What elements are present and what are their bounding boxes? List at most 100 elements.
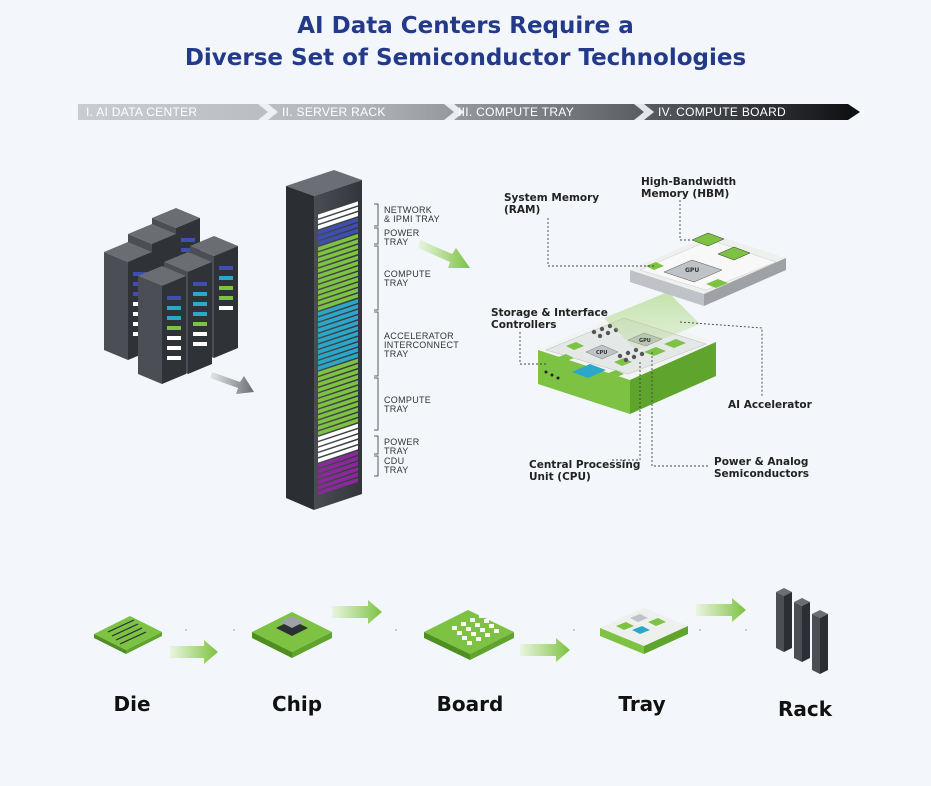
rack-slot [318,223,358,241]
rack-slot [318,309,358,328]
rack-slot [318,423,358,441]
callout-lines [519,200,763,467]
board-hbm-2 [717,246,751,261]
rack-slot [318,407,358,425]
board-pad [494,629,499,633]
board-pad [471,632,476,636]
rack-slot [318,315,358,333]
rack-slot [318,445,358,463]
stage-label-2: II. SERVER RACK [282,105,386,119]
rack-bracket-lines [374,203,379,477]
label-system-memory: System Memory (RAM) [504,192,600,216]
rack-slot [318,331,358,349]
rack-slot [318,250,358,268]
rack-label-compute-top: COMPUTE TRAY [384,269,432,288]
rack-slot [318,277,358,295]
arrow-die-chip [170,640,218,664]
rack-slot [318,266,358,284]
board-chip-gpu [663,259,723,283]
stage-label-1: I. AI DATA CENTER [86,105,198,119]
rack-mini-icon [776,588,828,674]
tray-icon [600,608,688,654]
rack-slot [318,450,358,469]
rack-slot [318,304,358,322]
rack-slot [318,282,358,300]
rack-slot [318,434,358,452]
board-hbm-1 [691,232,725,247]
board-pad [480,628,485,632]
rack-label-compute-bottom: COMPUTE TRAY [384,395,432,414]
rack-slot [318,412,358,431]
rack-slot [318,233,358,252]
callout-ram [547,218,654,267]
rack-slot [318,336,358,355]
arrow-tray-rack [696,598,746,622]
highlight-beam [604,292,700,350]
step-label-chip: Chip [271,692,323,716]
rack-slot [318,472,358,490]
rack-slot [318,228,358,246]
rack-slot [318,326,358,344]
data-center-cluster-icon [104,208,238,384]
rack-slot [318,391,358,409]
rack-slot [318,369,358,387]
callout-cpu [612,360,641,461]
chip-icon [252,612,332,658]
board-pad [475,623,480,627]
board-pad [479,614,484,618]
rack-slot [318,260,358,279]
board-gpu-text: GPU [685,267,700,274]
board-pad [462,636,467,640]
rack-slot [318,347,358,365]
rack-slot [318,342,358,360]
board-pad [489,624,494,628]
callout-power-analog [651,352,708,467]
server-rack-icon [286,170,362,510]
rack-slot [318,401,358,420]
callout-hbm [679,200,692,241]
rack-slot [318,477,358,496]
step-label-die: Die [113,692,151,716]
board-pad [467,641,472,645]
rack-label-power-bottom: POWER TRAY [384,437,420,456]
arrow-to-rack-icon [210,372,254,394]
rack-slot [318,364,358,382]
label-power-analog: Power & Analog Semiconductors [714,456,810,480]
arrow-board-tray [520,638,570,662]
rack-slot [318,429,358,447]
bottom-dots [185,629,747,631]
rack-slot [318,456,358,474]
rack-slot [318,271,358,290]
compute-board-icon [630,232,786,306]
board-pad [476,637,481,641]
rack-slot [318,374,358,393]
stage-bar-graphic [78,104,860,120]
die-icon [94,616,162,654]
rack-slot [318,353,358,371]
rack-label-accelerator: ACCELERATOR INTERCONNECT TRAY [384,331,460,359]
bottom-arrows [170,598,746,664]
tray-chip-cpu [585,344,619,360]
rack-slot [318,385,358,403]
rack-slot [318,206,358,224]
rack-label-network: NETWORK & IPMI TRAY [384,205,440,224]
rack-slot [318,320,358,338]
stage-progress-bar: I. AI DATA CENTER II. SERVER RACK III. C… [78,104,860,120]
board-icon [424,610,514,660]
stage-label-4: IV. COMPUTE BOARD [658,105,787,119]
board-pad [470,618,475,622]
stage-chevron-2 [444,104,464,120]
board-pad [461,622,466,626]
rack-slot [318,255,358,273]
tray-chip-cyan [572,364,606,378]
rack-slot [318,293,358,311]
rack-slot [318,396,358,414]
callout-storage [519,332,546,365]
rack-slot [318,217,358,235]
stage-label-3: III. COMPUTE TRAY [458,105,575,119]
title-line-2: Diverse Set of Semiconductor Technologie… [184,45,747,71]
board-pad [466,627,471,631]
stage-chevron-1 [258,104,278,120]
title-line-1: AI Data Centers Require a [297,13,634,39]
